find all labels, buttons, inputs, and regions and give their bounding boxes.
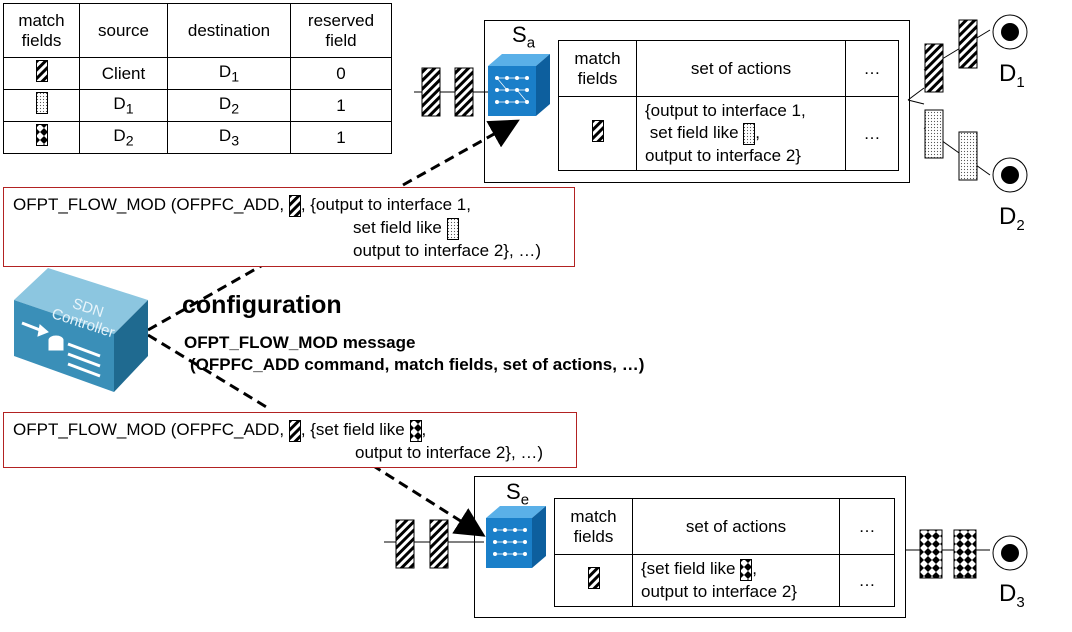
- destination-d1-icon: [992, 14, 1028, 50]
- cell-extra: …: [845, 96, 899, 171]
- switch-e-icon: [486, 506, 546, 568]
- packet-dotted: [958, 131, 978, 181]
- actions-cell: {set field like , output to interface 2}: [632, 554, 840, 607]
- message-line: output to interface 2}, …): [353, 241, 542, 260]
- switch-a-panel: [484, 20, 910, 183]
- table-row: Client D1 0: [3, 57, 392, 90]
- table-row: D2 D3 1: [3, 121, 392, 154]
- control-link-a: [147, 260, 269, 332]
- cell-destination: D2: [167, 89, 291, 122]
- header-extra: …: [845, 40, 899, 97]
- configuration-cmd: (OFPFC_ADD command, match fields, set of…: [190, 355, 645, 374]
- cell-source: Client: [79, 57, 168, 90]
- destination-d3-icon: [992, 535, 1028, 571]
- header-match-fields: match fields: [554, 498, 633, 555]
- flow-mod-message-a: OFPT_FLOW_MOD (OFPFC_ADD, , {output to i…: [3, 187, 575, 267]
- header-set-of-actions: set of actions: [632, 498, 840, 555]
- switch-e-panel: [474, 476, 906, 618]
- destination-d2-label: D2: [999, 203, 1025, 234]
- cell-source: D1: [79, 89, 168, 122]
- cell-extra: …: [839, 554, 895, 607]
- switch-e-label: Se: [506, 479, 530, 509]
- table-row: {set field like , output to interface 2}…: [554, 554, 895, 607]
- action-line: set field like ,: [645, 122, 845, 145]
- action-line: {set field like ,: [641, 558, 839, 581]
- packet-diagonal: [429, 519, 449, 569]
- packet-diagonal: [958, 19, 978, 69]
- swatch-diagonal-icon: [587, 567, 600, 589]
- header-match-fields: match fields: [558, 40, 637, 97]
- cell-destination: D1: [167, 57, 291, 90]
- switch-a-flow-table: match fields set of actions … {output to…: [558, 40, 899, 171]
- destination-d2-icon: [992, 157, 1028, 193]
- packet-checker: [919, 529, 943, 579]
- cell-reserved: 0: [290, 57, 392, 90]
- table-row: {output to interface 1, set field like ,…: [558, 96, 899, 171]
- cell-source: D2: [79, 121, 168, 154]
- header-extra: …: [839, 498, 895, 555]
- swatch-diagonal-icon: [591, 120, 604, 142]
- switch-e-flow-table: match fields set of actions … {set field…: [554, 498, 895, 607]
- swatch-dotted-icon: [446, 217, 459, 240]
- header-set-of-actions: set of actions: [636, 40, 846, 97]
- swatch-checker-icon: [409, 419, 422, 442]
- header-match-fields: match fields: [3, 3, 80, 58]
- message-line: OFPT_FLOW_MOD (OFPFC_ADD, , {output to i…: [13, 194, 471, 217]
- switch-a-label: Sa: [512, 22, 536, 52]
- configuration-msg: OFPT_FLOW_MOD message: [184, 333, 416, 352]
- packet-checker: [953, 529, 977, 579]
- destination-d3-label: D3: [999, 580, 1025, 611]
- swatch-diagonal-icon: [35, 60, 48, 82]
- message-line: set field like: [353, 217, 459, 240]
- cell-reserved: 1: [290, 121, 392, 154]
- header-reserved: reserved field: [290, 3, 392, 58]
- cell-destination: D3: [167, 121, 291, 154]
- control-link-e: [147, 333, 269, 410]
- cell-reserved: 1: [290, 89, 392, 122]
- sdn-controller-icon: [14, 268, 148, 392]
- control-link-e-lower: [371, 463, 486, 537]
- swatch-dotted-icon: [35, 92, 48, 114]
- table-row: D1 D2 1: [3, 89, 392, 122]
- swatch-checker-icon: [35, 124, 48, 146]
- swatch-checker-icon: [740, 558, 753, 581]
- header-destination: destination: [167, 3, 291, 58]
- action-line: output to interface 2}: [645, 145, 801, 165]
- actions-cell: {output to interface 1, set field like ,…: [636, 96, 846, 171]
- flow-mod-message-e: OFPT_FLOW_MOD (OFPFC_ADD, , {set field l…: [3, 412, 577, 468]
- message-line: output to interface 2}, …): [355, 443, 544, 462]
- switch-a-icon: [488, 54, 550, 116]
- packet-diagonal: [395, 519, 415, 569]
- packet-diagonal: [924, 43, 944, 93]
- header-source: source: [79, 3, 168, 58]
- swatch-diagonal-icon: [288, 194, 301, 217]
- control-link-a-upper: [402, 119, 520, 187]
- configuration-title: configuration: [182, 291, 342, 319]
- match-fields-table: match fields source destination reserved…: [3, 3, 392, 154]
- swatch-diagonal-icon: [288, 419, 301, 442]
- action-line: output to interface 2}: [641, 581, 797, 601]
- destination-d1-label: D1: [999, 60, 1025, 91]
- message-line: OFPT_FLOW_MOD (OFPFC_ADD, , {set field l…: [13, 419, 426, 442]
- packet-diagonal: [421, 67, 441, 117]
- action-line: {output to interface 1,: [645, 101, 806, 121]
- packet-diagonal: [454, 67, 474, 117]
- swatch-dotted-icon: [743, 122, 756, 145]
- packet-dotted: [924, 109, 944, 159]
